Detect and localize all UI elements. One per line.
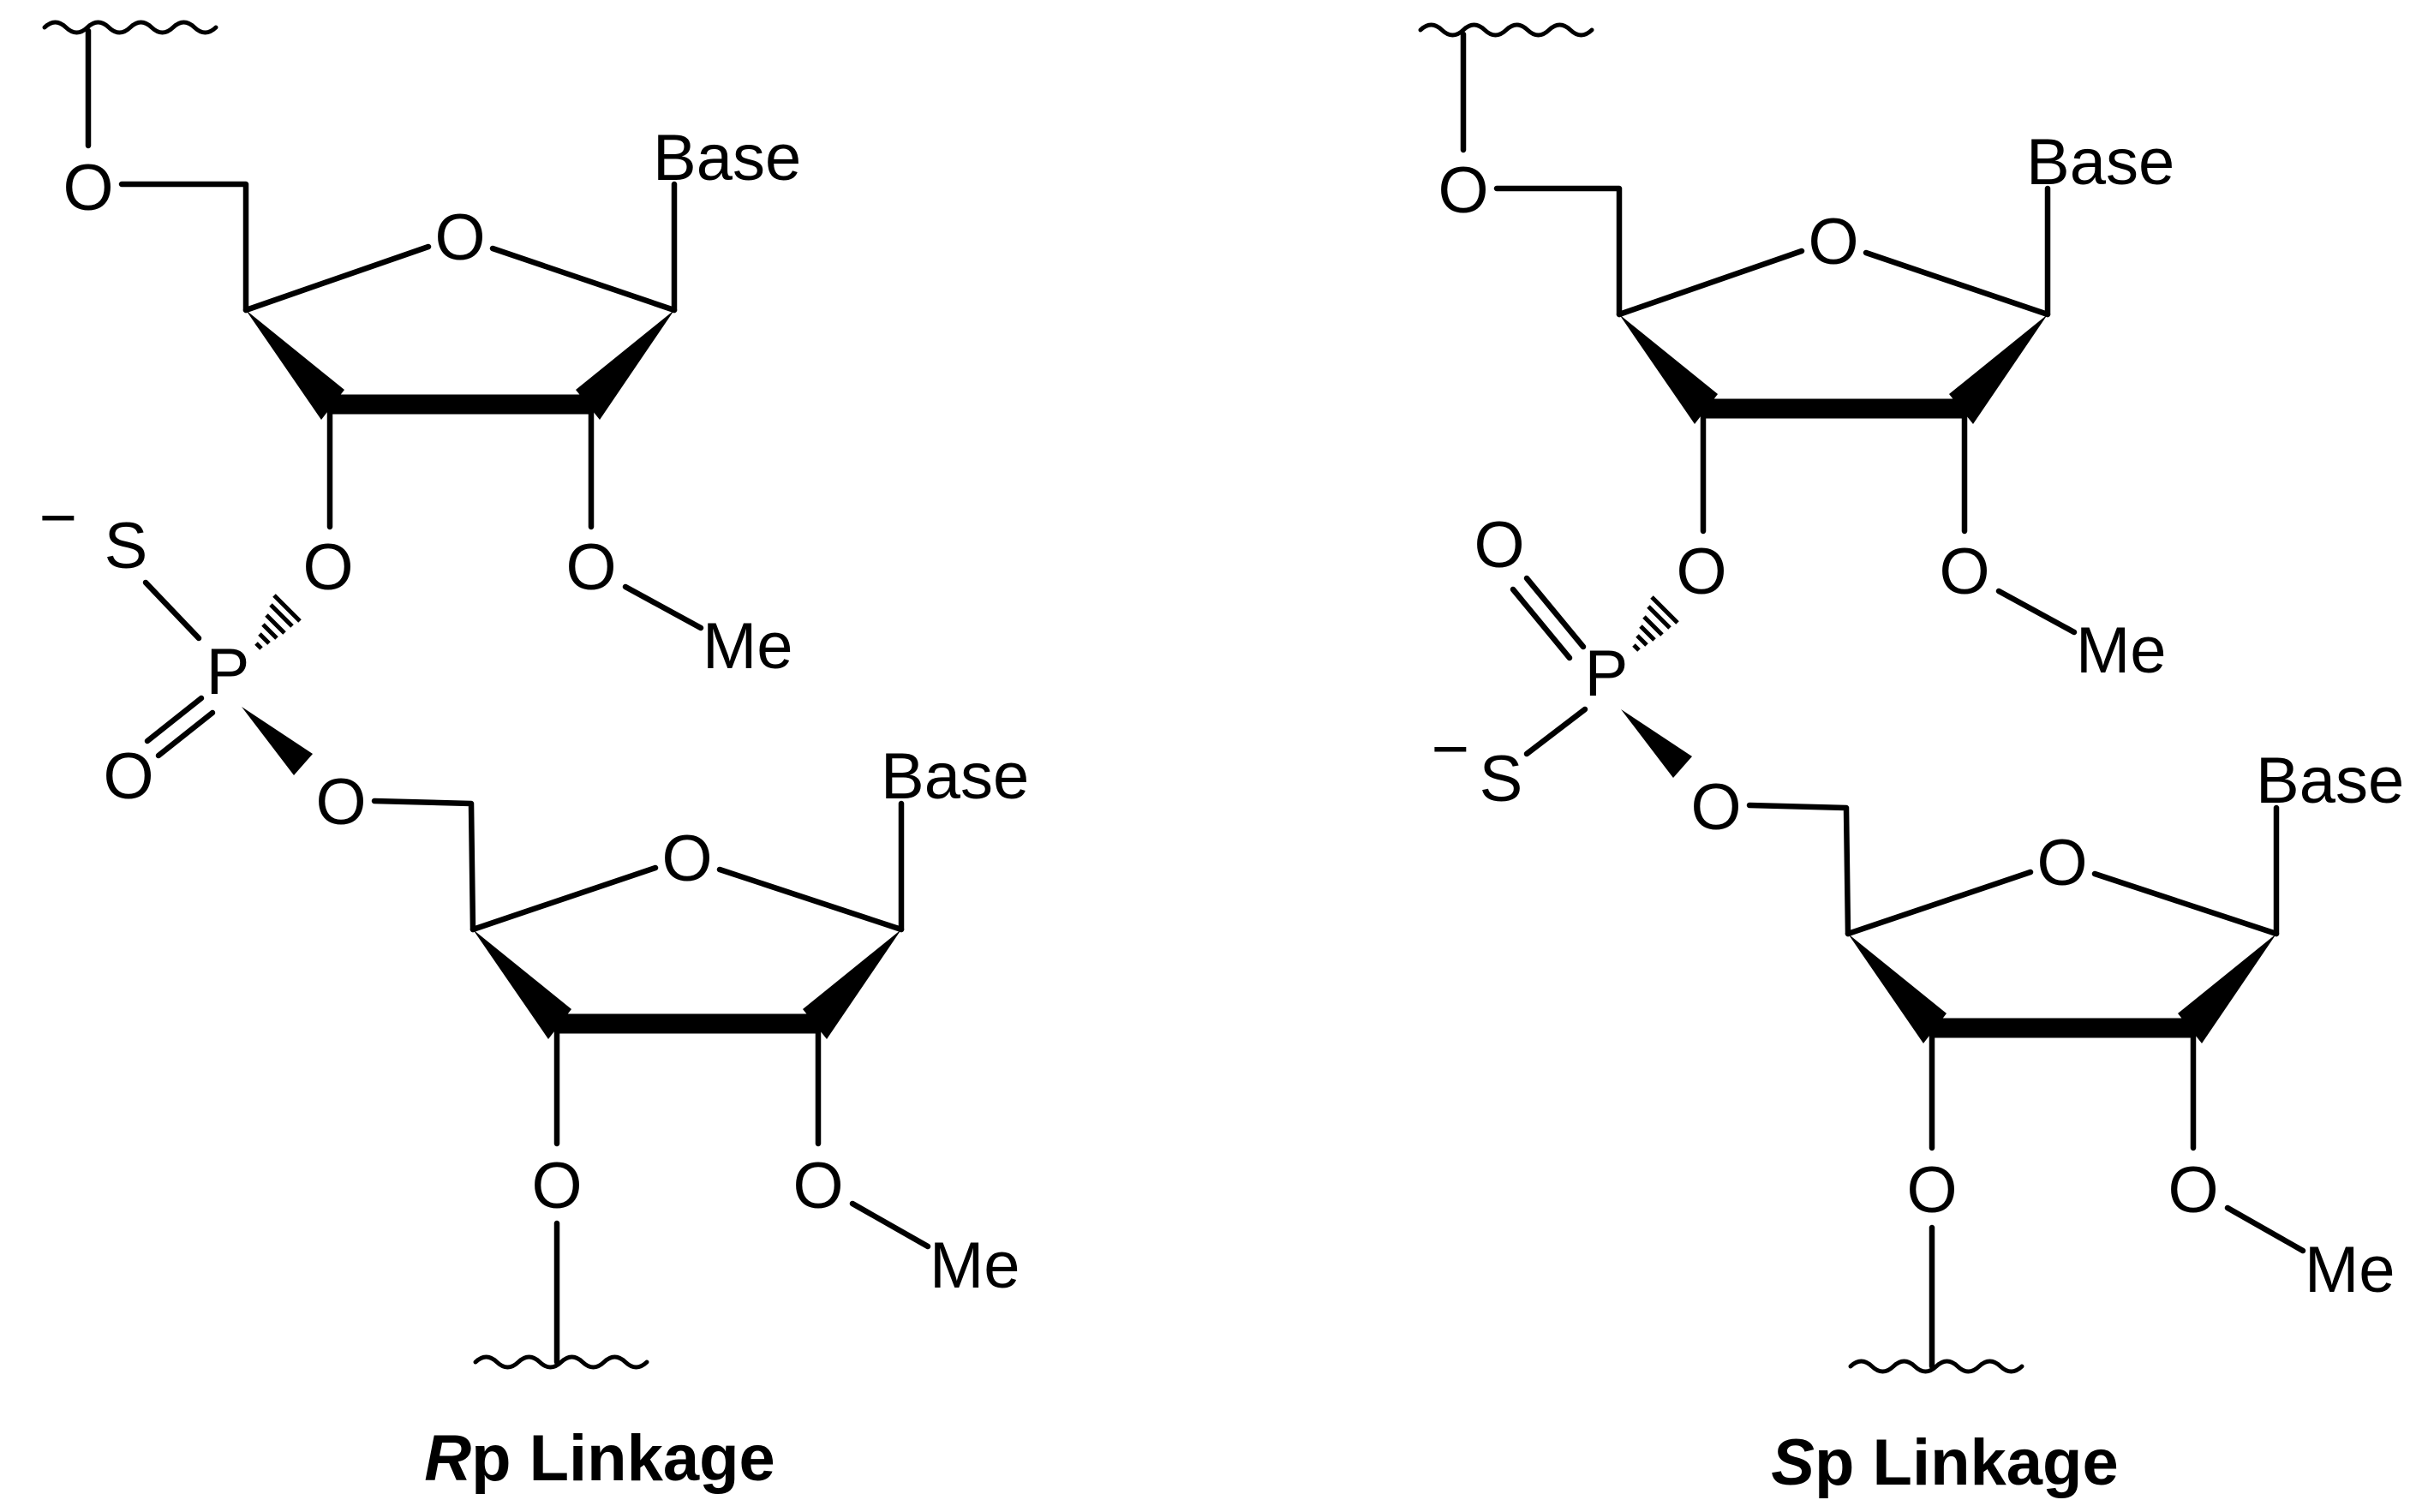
bond-c4-oring xyxy=(1616,248,1805,318)
o3-atom-label: O xyxy=(1676,535,1726,608)
bond-o2-methyl-bottom xyxy=(2224,1204,2306,1254)
o2-atom-label: O xyxy=(1939,535,1989,608)
wedge-c4-c3-bottom xyxy=(1848,934,1947,1043)
ring-oxygen-top-label: O xyxy=(434,201,485,274)
bond-o2-methyl xyxy=(622,583,704,631)
o5-bottom-atom-label: O xyxy=(315,766,366,839)
bond-s-p xyxy=(142,579,202,642)
sulfur-atom-label: S xyxy=(105,510,148,583)
o5-bottom-atom-label: O xyxy=(1690,771,1741,844)
double-bond-p-o-line-1 xyxy=(144,695,205,744)
o3-atom-label: O xyxy=(302,531,353,604)
wedge-p-o5-bottom xyxy=(1621,709,1692,778)
o2-atom-label: O xyxy=(565,531,616,604)
sulfur-charge-label: − xyxy=(1432,713,1469,786)
ring-oxygen-bottom-label: O xyxy=(2036,827,2087,899)
bond-p-s xyxy=(1523,706,1588,757)
wedge-p-o5-bottom xyxy=(242,707,313,775)
wedge-c1-c2 xyxy=(576,310,674,420)
bond-c4-oring-bottom xyxy=(469,864,659,933)
wedge-c4-c3 xyxy=(246,310,344,420)
ring-oxygen-bottom-label: O xyxy=(661,822,712,895)
caption-text: p Linkage xyxy=(1815,1426,2119,1499)
wedge-c4-c3 xyxy=(1619,314,1718,424)
wedge-c4-c3-bottom xyxy=(473,929,571,1039)
bond-c4-oring xyxy=(242,243,432,314)
wedge-c1-c2-bottom xyxy=(2178,934,2276,1043)
chain-break-top-wavy-bond xyxy=(1418,22,1594,38)
wedge-c1-c2 xyxy=(1949,314,2048,424)
bond-oring-c1 xyxy=(1863,249,2051,318)
bond-o5-c5-c4 xyxy=(118,181,249,314)
caption-text: p Linkage xyxy=(471,1422,775,1495)
base-bottom-label: Base xyxy=(881,740,1029,813)
methyl-bottom-label: Me xyxy=(2305,1234,2395,1306)
sp-linkage-structure: O O Base O O Me O P − S O xyxy=(1418,22,2404,1499)
methyl-top-label: Me xyxy=(703,610,793,683)
caption-italic-letter: S xyxy=(1771,1426,1815,1499)
methyl-bottom-label: Me xyxy=(930,1229,1020,1302)
o2-bottom-atom-label: O xyxy=(2168,1154,2218,1227)
ring-oxygen-top-label: O xyxy=(1808,206,1858,278)
base-top-label: Base xyxy=(2026,126,2174,199)
bond-o2-methyl xyxy=(1995,588,2078,636)
bond-o5-c5-c4-bottom xyxy=(1746,802,1851,937)
oxo-oxygen-label: O xyxy=(103,740,153,813)
bond-oring-c1-bottom xyxy=(2091,870,2280,937)
chain-break-bottom-wavy-bond xyxy=(473,1354,649,1370)
hashed-bond-p-o3 xyxy=(254,594,302,650)
bond-c4-oring-bottom xyxy=(1845,869,2034,937)
o3-bottom-atom-label: O xyxy=(531,1150,582,1222)
double-bond-p-o-line-2 xyxy=(155,709,216,759)
rp-linkage-caption: Rp Linkage xyxy=(424,1422,775,1495)
o5-atom-label: O xyxy=(63,152,113,224)
bond-oring-c1-bottom xyxy=(716,866,905,933)
bond-o5-c5-c4-bottom xyxy=(371,798,476,933)
bond-o2-methyl-bottom xyxy=(849,1200,931,1250)
double-bond-p-o-line-1 xyxy=(1523,575,1587,650)
rp-linkage-structure: O O Base O O Me − S P O O xyxy=(39,20,1029,1495)
hashed-bond-p-o3 xyxy=(1632,595,1679,652)
bond-o5-c5-c4 xyxy=(1493,185,1623,318)
chain-break-bottom-wavy-bond xyxy=(1848,1359,2024,1374)
caption-italic-letter: R xyxy=(424,1422,471,1495)
bond-oring-c1 xyxy=(489,245,678,314)
o5-atom-label: O xyxy=(1438,154,1488,227)
sulfur-atom-label: S xyxy=(1480,743,1523,816)
sulfur-charge-label: − xyxy=(39,481,77,554)
base-top-label: Base xyxy=(653,122,801,194)
methyl-top-label: Me xyxy=(2076,614,2167,687)
phosphorus-atom-label: P xyxy=(206,636,250,708)
wedge-c1-c2-bottom xyxy=(803,929,901,1039)
oxo-oxygen-label: O xyxy=(1474,509,1524,582)
o3-bottom-atom-label: O xyxy=(1906,1154,1957,1227)
base-bottom-label: Base xyxy=(2256,744,2404,817)
double-bond-p-o-line-2 xyxy=(1510,586,1573,661)
sp-linkage-caption: Sp Linkage xyxy=(1771,1426,2118,1499)
o2-bottom-atom-label: O xyxy=(792,1150,843,1222)
phosphorus-atom-label: P xyxy=(1585,637,1629,710)
chain-break-top-wavy-bond xyxy=(42,20,218,35)
